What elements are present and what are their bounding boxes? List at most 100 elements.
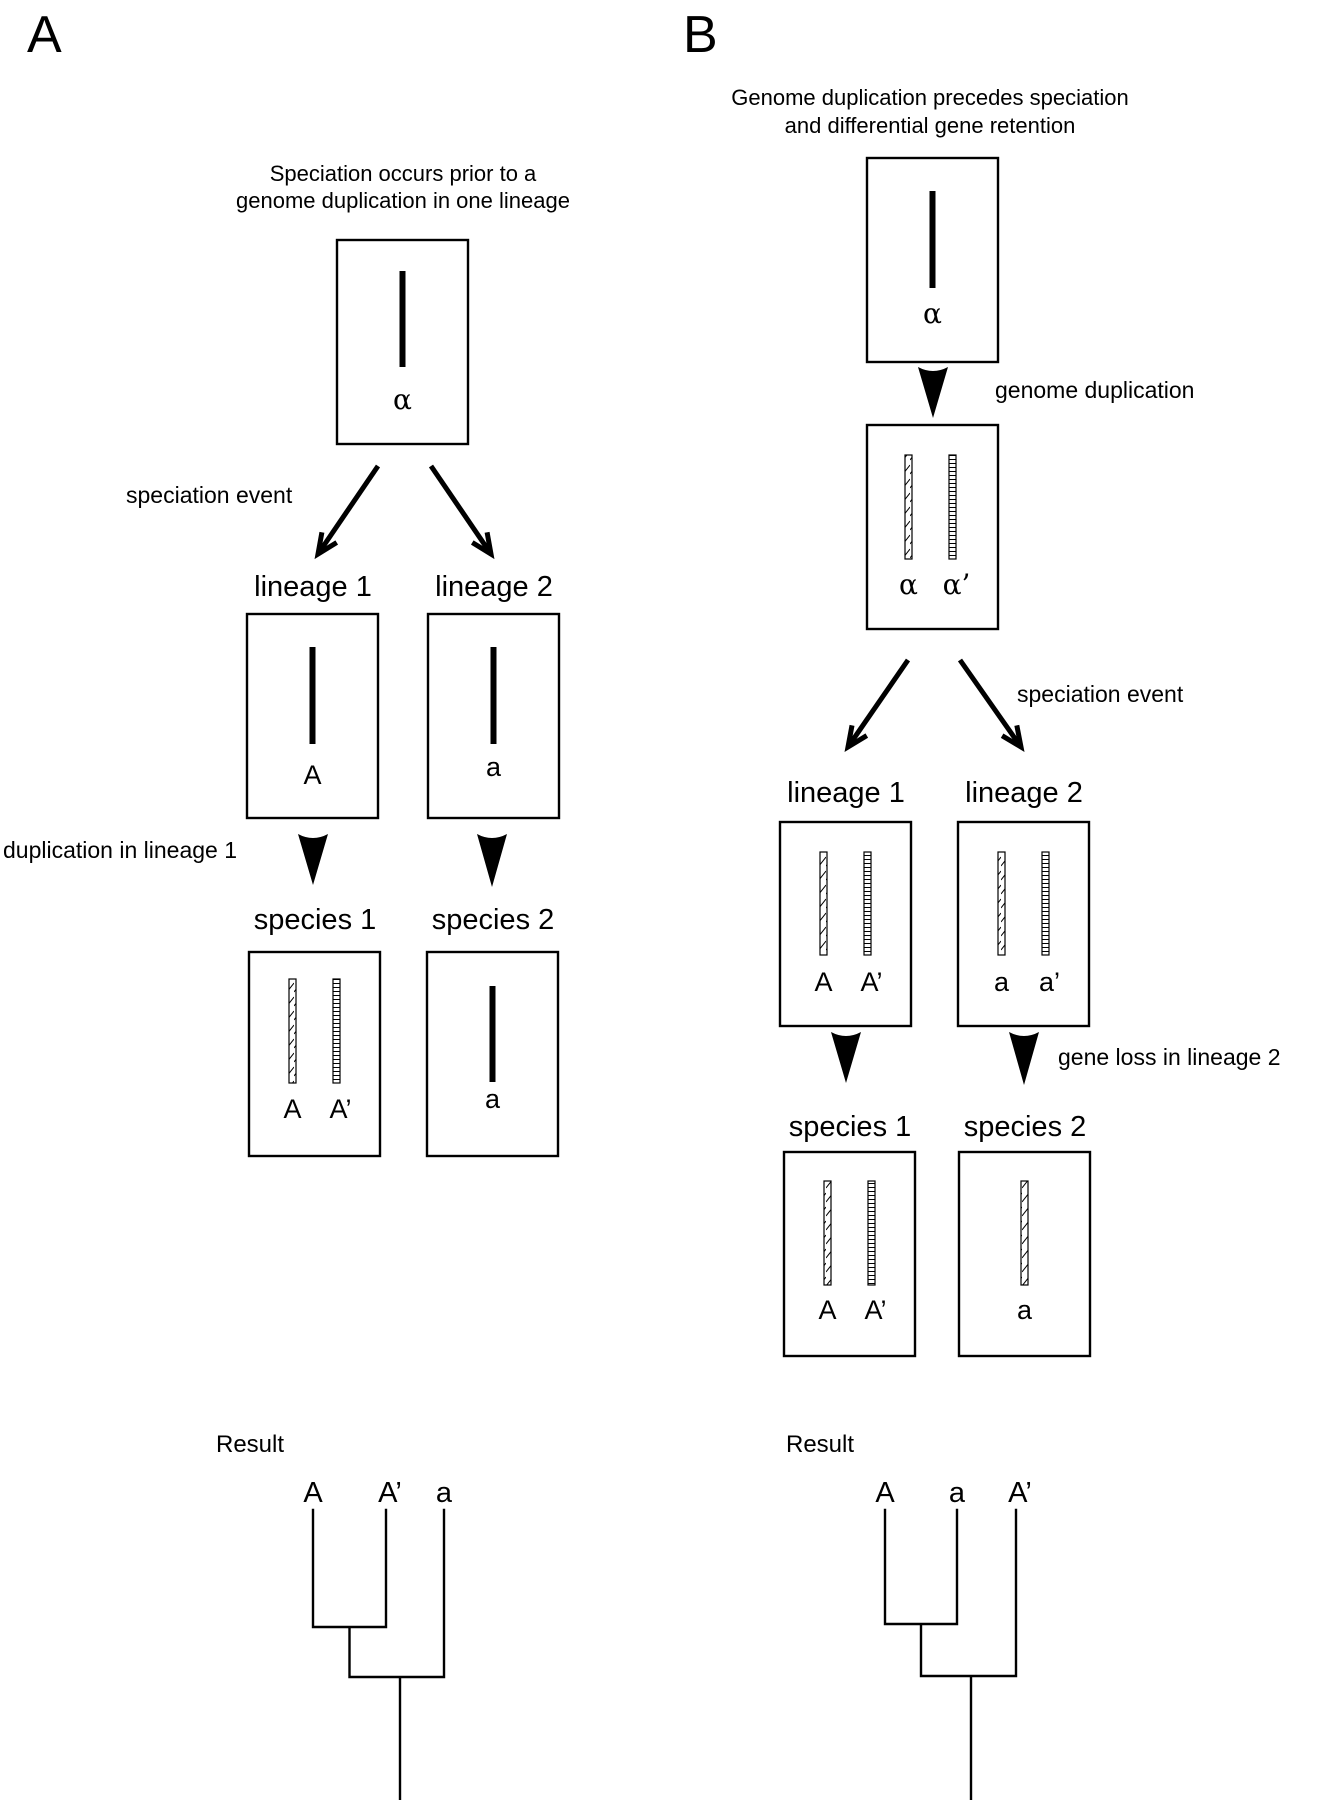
tree-branches — [311, 1508, 446, 1800]
gene: α — [393, 271, 412, 416]
tree-leaf-label: A — [875, 1477, 895, 1509]
gene-bar-hatched — [904, 454, 913, 560]
gene-label: A’ — [864, 1295, 886, 1325]
result-label: Result — [216, 1431, 284, 1458]
gene-bar-solid — [929, 191, 936, 288]
duplication-label: genome duplication — [995, 377, 1194, 403]
arrow-shaft — [957, 658, 1022, 747]
gene-label: α — [923, 297, 942, 330]
tree-branches — [883, 1508, 1018, 1800]
lineage-box — [778, 820, 913, 1028]
gene-bar-ladder — [948, 454, 957, 560]
gene-bar-hatched — [1020, 1180, 1029, 1286]
gene: a — [485, 986, 501, 1114]
gene-bar-ladder — [867, 1180, 876, 1286]
gene: α — [899, 454, 918, 601]
result-label: Result — [786, 1431, 854, 1458]
arrowhead-icon — [298, 834, 328, 885]
gene-bar-solid — [399, 271, 406, 367]
gene: a — [1017, 1180, 1033, 1325]
panel-caption-line: genome duplication in one lineage — [236, 188, 570, 213]
gene: α — [923, 191, 942, 330]
gene: α’ — [943, 454, 971, 601]
lineage-label: lineage 1 — [787, 777, 905, 809]
arrow-head-icon — [314, 531, 339, 560]
species-label: species 2 — [964, 1111, 1087, 1143]
panel-b: B Genome duplication precedes speciation a… — [683, 6, 1281, 1800]
transition-label: gene loss in lineage 2 — [1058, 1044, 1281, 1070]
gene-bar-hatched — [823, 1180, 832, 1286]
tree-leaf-label: a — [949, 1477, 966, 1509]
tree-leaf-label: A’ — [378, 1477, 402, 1509]
gene: a — [486, 647, 502, 782]
gene-bar-ladder — [1041, 851, 1050, 956]
gene-bar-ladder — [332, 978, 341, 1084]
panel-letter: A — [27, 6, 62, 64]
arrowhead-icon — [918, 367, 948, 418]
transition-label: duplication in lineage 1 — [3, 837, 237, 863]
arrow-shaft — [847, 658, 911, 747]
panel-caption-line: and differential gene retention — [785, 113, 1076, 138]
tree-leaf-label: a — [436, 1477, 453, 1509]
lineage-label: lineage 2 — [965, 777, 1083, 809]
lineage-label: lineage 1 — [254, 571, 372, 603]
species-box — [247, 950, 382, 1158]
species-label: species 1 — [254, 904, 377, 936]
gene: A’ — [864, 1180, 887, 1325]
result-tree: A A’ a — [303, 1477, 453, 1800]
duplicated-box — [865, 423, 1000, 631]
gene-label: a — [994, 967, 1010, 997]
arrow-head-icon — [1000, 724, 1025, 753]
gene-label: a’ — [1039, 967, 1060, 997]
speciation-arrow-left — [314, 464, 381, 560]
lineage-box — [956, 820, 1091, 1028]
gene: A — [814, 851, 833, 997]
gene-bar-ladder — [863, 851, 872, 956]
gene-label: α — [393, 383, 412, 416]
gene-bar-solid — [490, 647, 497, 744]
gene: A — [303, 647, 322, 790]
gene-bar-hatched — [288, 978, 297, 1084]
arrowhead-icon — [477, 834, 507, 887]
gene-label: a — [485, 1084, 501, 1114]
speciation-arrow-right — [957, 658, 1025, 753]
gene: A’ — [329, 978, 352, 1124]
speciation-label: speciation event — [126, 482, 293, 508]
arrow-shaft — [317, 464, 381, 554]
gene: a — [994, 851, 1010, 997]
species-label: species 1 — [789, 1111, 912, 1143]
panel-caption-line: Speciation occurs prior to a — [270, 161, 537, 186]
gene-bar-hatched — [819, 851, 828, 956]
gene: a’ — [1039, 851, 1060, 997]
arrowhead-icon — [1009, 1032, 1039, 1085]
gene-bar-solid — [309, 647, 316, 744]
gene-label: A — [283, 1094, 301, 1124]
gene-label: a — [1017, 1295, 1033, 1325]
panel-caption-line: Genome duplication precedes speciation — [731, 85, 1128, 110]
species-box — [782, 1150, 917, 1358]
speciation-arrow-right — [428, 464, 495, 560]
gene-label: α’ — [943, 568, 971, 601]
gene-label: A’ — [860, 967, 882, 997]
gene-label: A — [303, 760, 321, 790]
gene-label: a — [486, 752, 502, 782]
arrow-shaft — [428, 464, 492, 554]
gene-bar-solid — [489, 986, 496, 1082]
gene-label: A — [818, 1295, 836, 1325]
species-label: species 2 — [432, 904, 555, 936]
speciation-arrow-left — [844, 658, 911, 753]
arrow-head-icon — [470, 531, 495, 560]
gene-label: α — [899, 568, 918, 601]
gene: A — [818, 1180, 837, 1325]
lineage-label: lineage 2 — [435, 571, 553, 603]
tree-leaf-label: A’ — [1008, 1477, 1032, 1509]
arrow-head-icon — [844, 724, 869, 753]
tree-leaf-label: A — [303, 1477, 323, 1509]
gene-label: A — [814, 967, 832, 997]
panel-letter: B — [683, 6, 718, 64]
gene-bar-hatched — [997, 851, 1006, 956]
gene: A’ — [860, 851, 883, 997]
